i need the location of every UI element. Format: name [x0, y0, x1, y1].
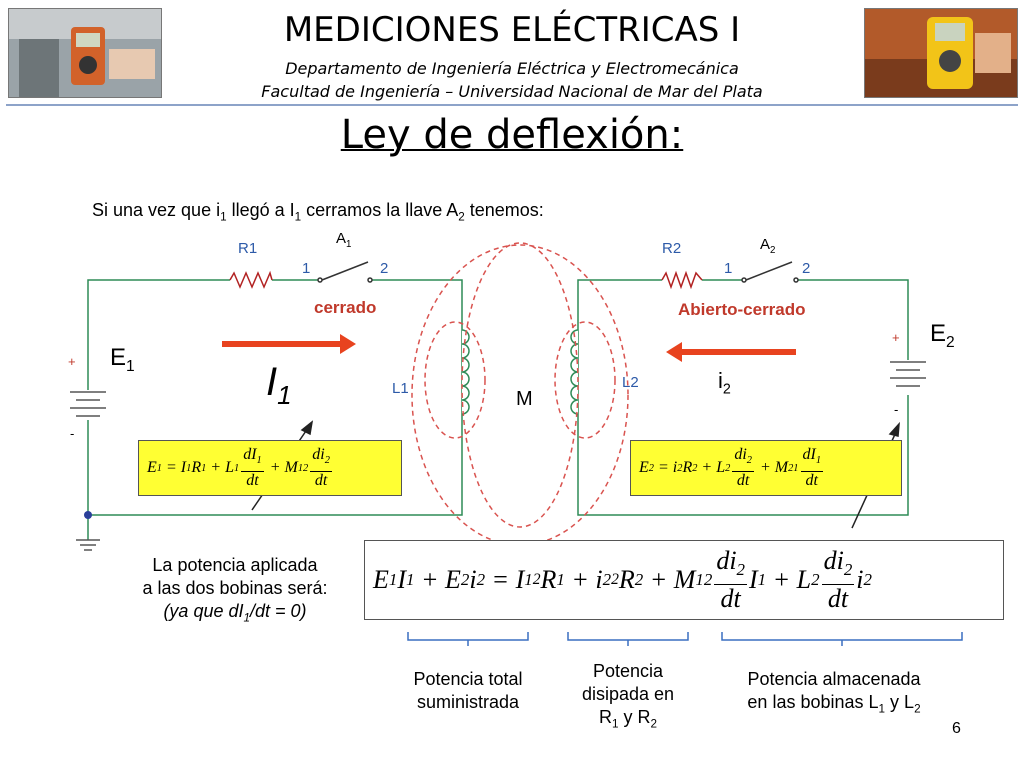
- faculty-line: Facultad de Ingeniería – Universidad Nac…: [261, 82, 763, 101]
- e2-minus: -: [894, 402, 899, 417]
- header-divider: [6, 104, 1018, 106]
- caption-dissipated-power: Potencia disipada en R1 y R2: [581, 661, 675, 731]
- caption-stored-power: Potencia almacenada en las bobinas L1 y …: [747, 669, 921, 716]
- switch2-pin2: 2: [802, 260, 811, 277]
- department-line: Departamento de Ingeniería Eléctrica y E…: [285, 59, 739, 78]
- resistor-r1: [229, 270, 273, 289]
- page-number: 6: [952, 720, 961, 737]
- e1-plus: +: [68, 354, 76, 369]
- coil-l2: [570, 329, 579, 415]
- e2-plus: +: [892, 330, 900, 345]
- switch1-pin2: 2: [380, 260, 389, 277]
- label-current-i1: I1: [266, 360, 292, 410]
- power-caption: La potencia aplicada a las dos bobinas s…: [142, 555, 328, 625]
- label-e2: E2: [930, 320, 955, 351]
- resistor-r2: [661, 270, 703, 290]
- switch2-pin1: 1: [724, 260, 733, 277]
- label-r1: R1: [238, 240, 258, 257]
- label-l1: L1: [392, 380, 409, 397]
- slide-title: Ley de deflexión:: [340, 112, 684, 158]
- switch1-pin1: 1: [302, 260, 311, 277]
- e1-minus: -: [70, 426, 75, 441]
- caption-total-power: Potencia total suministrada: [413, 669, 523, 712]
- label-r2: R2: [662, 240, 682, 257]
- multimeter-photo-right: [864, 8, 1018, 98]
- course-title: MEDICIONES ELÉCTRICAS I: [283, 10, 741, 50]
- label-a2: A2: [760, 236, 776, 256]
- multimeter-photo-left: [8, 8, 162, 98]
- label-a1: A1: [336, 230, 352, 250]
- intro-text: Si una vez que i1 llegó a I1 cerramos la…: [92, 200, 544, 224]
- coil-l1: [461, 329, 470, 415]
- label-mutual-m: M: [516, 388, 533, 410]
- label-cerrado: cerrado: [314, 298, 377, 317]
- label-l2: L2: [622, 374, 639, 391]
- label-abierto-cerrado: Abierto-cerrado: [678, 300, 806, 319]
- label-e1: E1: [110, 344, 135, 375]
- label-current-i2: i2: [718, 368, 731, 398]
